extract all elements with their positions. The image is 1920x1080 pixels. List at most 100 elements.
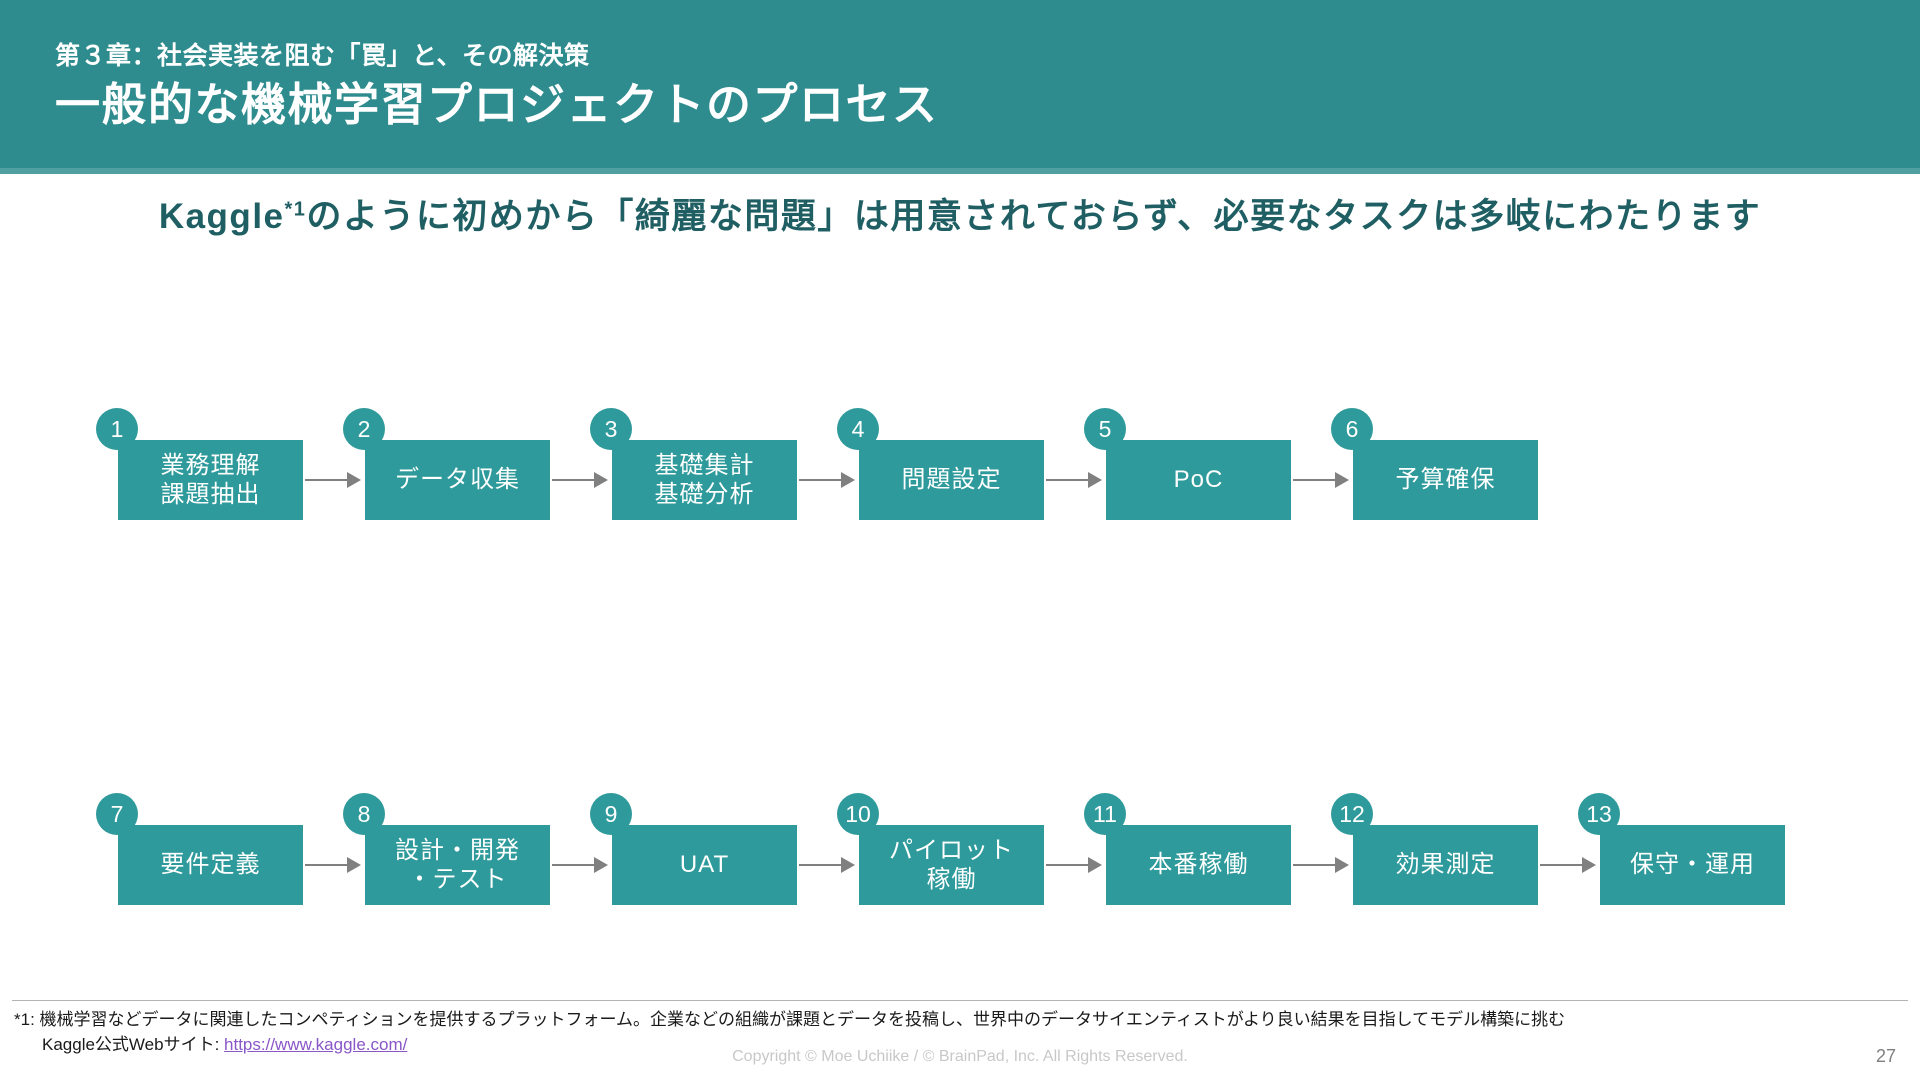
flow-arrow [1291, 854, 1353, 876]
process-step-label-line1: PoC [1173, 466, 1224, 494]
process-step-label-line1: パイロット [889, 836, 1014, 864]
process-step-label-line1: データ収集 [395, 466, 520, 494]
footnote-site-label: Kaggle公式Webサイト: [42, 1034, 225, 1054]
process-step[interactable]: 要件定義 7 [96, 793, 303, 905]
arrow-shaft [799, 479, 847, 481]
process-step[interactable]: データ収集 2 [343, 408, 550, 520]
process-step-label-line2: 稼働 [926, 866, 977, 893]
arrow-shaft [1293, 864, 1341, 866]
chapter-eyebrow: 第３章：社会実装を阻む「罠」と、その解決策 [55, 42, 590, 70]
lead-sentence: Kaggle*1のように初めから「綺麗な問題」は用意されておらず、必要なタスクは… [0, 188, 1920, 239]
arrow-shaft [1293, 479, 1341, 481]
process-step-box[interactable]: パイロット稼働 [859, 825, 1044, 905]
footnote-divider [12, 1000, 1908, 1001]
process-step-label-line1: 設計・開発 [395, 836, 520, 864]
page-number: 27 [1875, 1046, 1896, 1066]
copyright-notice: Copyright © Moe Uchiike / © BrainPad, In… [732, 1048, 1188, 1065]
process-step-box[interactable]: 設計・開発・テスト [365, 825, 550, 905]
process-step-box[interactable]: 業務理解課題抽出 [118, 440, 303, 520]
arrow-shaft [1540, 864, 1588, 866]
process-step-number-badge: 9 [590, 793, 632, 835]
process-step-label-line1: 問題設定 [901, 466, 1002, 494]
process-step-label-line1: 効果測定 [1395, 851, 1496, 879]
arrow-head-icon [841, 857, 855, 873]
flow-arrow [303, 854, 365, 876]
arrow-shaft [1046, 864, 1094, 866]
lead-text-after: のように初めから「綺麗な問題」は用意されておらず、必要なタスクは多岐にわたります [306, 197, 1762, 236]
process-step-number-badge: 8 [343, 793, 385, 835]
process-step-number-badge: 3 [590, 408, 632, 450]
process-step-label-line1: 予算確保 [1395, 466, 1496, 494]
arrow-shaft [552, 864, 600, 866]
process-step-box[interactable]: UAT [612, 825, 797, 905]
process-step-box[interactable]: 本番稼働 [1106, 825, 1291, 905]
process-step-box[interactable]: 要件定義 [118, 825, 303, 905]
flow-arrow [797, 854, 859, 876]
process-step-label-line2: 基礎分析 [654, 481, 755, 508]
process-step-number-badge: 13 [1578, 793, 1620, 835]
process-step-box[interactable]: 効果測定 [1353, 825, 1538, 905]
process-step-label-line1: 業務理解 [160, 451, 261, 479]
arrow-head-icon [1335, 472, 1349, 488]
footnote-line-1: *1: 機械学習などデータに関連したコンペティションを提供するプラットフォーム。… [14, 1010, 1566, 1029]
process-step-label-line1: UAT [679, 851, 730, 879]
arrow-shaft [552, 479, 600, 481]
arrow-shaft [1046, 479, 1094, 481]
process-step-number-badge: 5 [1084, 408, 1126, 450]
flow-arrow [797, 469, 859, 491]
process-step-box[interactable]: 保守・運用 [1600, 825, 1785, 905]
arrow-head-icon [1088, 857, 1102, 873]
process-step-label-line1: 要件定義 [160, 851, 261, 879]
process-step-number-badge: 12 [1331, 793, 1373, 835]
flow-arrow [1291, 469, 1353, 491]
footnote-block: *1: 機械学習などデータに関連したコンペティションを提供するプラットフォーム。… [14, 1008, 1914, 1057]
process-step[interactable]: 保守・運用 13 [1578, 793, 1785, 905]
arrow-head-icon [594, 472, 608, 488]
arrow-head-icon [1088, 472, 1102, 488]
process-step-number-badge: 10 [837, 793, 879, 835]
flow-arrow [550, 854, 612, 876]
footnote-marker: *1 [284, 198, 307, 221]
process-step[interactable]: PoC 5 [1084, 408, 1291, 520]
header-underline [0, 168, 1920, 174]
process-step-box[interactable]: 問題設定 [859, 440, 1044, 520]
process-step-number-badge: 2 [343, 408, 385, 450]
process-step-box[interactable]: PoC [1106, 440, 1291, 520]
flow-arrow [303, 469, 365, 491]
process-step-box[interactable]: 基礎集計基礎分析 [612, 440, 797, 520]
slide-header-band: 第３章：社会実装を阻む「罠」と、その解決策 一般的な機械学習プロジェクトのプロセ… [0, 0, 1920, 168]
arrow-shaft [305, 479, 353, 481]
process-step-label-line1: 保守・運用 [1630, 851, 1755, 879]
arrow-head-icon [1582, 857, 1596, 873]
process-step-box[interactable]: データ収集 [365, 440, 550, 520]
process-step-label-line2: 課題抽出 [160, 481, 261, 508]
flow-arrow [1044, 854, 1106, 876]
process-step-number-badge: 6 [1331, 408, 1373, 450]
page-title: 一般的な機械学習プロジェクトのプロセス [55, 79, 939, 130]
process-step[interactable]: 予算確保 6 [1331, 408, 1538, 520]
process-step-label-line2: ・テスト [407, 866, 508, 893]
footnote-line-2: Kaggle公式Webサイト: https://www.kaggle.com/ [14, 1033, 1914, 1058]
arrow-shaft [305, 864, 353, 866]
process-step-box[interactable]: 予算確保 [1353, 440, 1538, 520]
arrow-head-icon [347, 857, 361, 873]
kaggle-website-link[interactable]: https://www.kaggle.com/ [224, 1034, 408, 1054]
process-step-label-line1: 本番稼働 [1148, 851, 1249, 879]
process-step[interactable]: UAT 9 [590, 793, 797, 905]
arrow-head-icon [841, 472, 855, 488]
flow-arrow [1044, 469, 1106, 491]
arrow-head-icon [347, 472, 361, 488]
process-step-label-line1: 基礎集計 [654, 451, 755, 479]
process-step-number-badge: 7 [96, 793, 138, 835]
process-step[interactable]: 効果測定 12 [1331, 793, 1538, 905]
arrow-head-icon [594, 857, 608, 873]
flow-arrow [550, 469, 612, 491]
